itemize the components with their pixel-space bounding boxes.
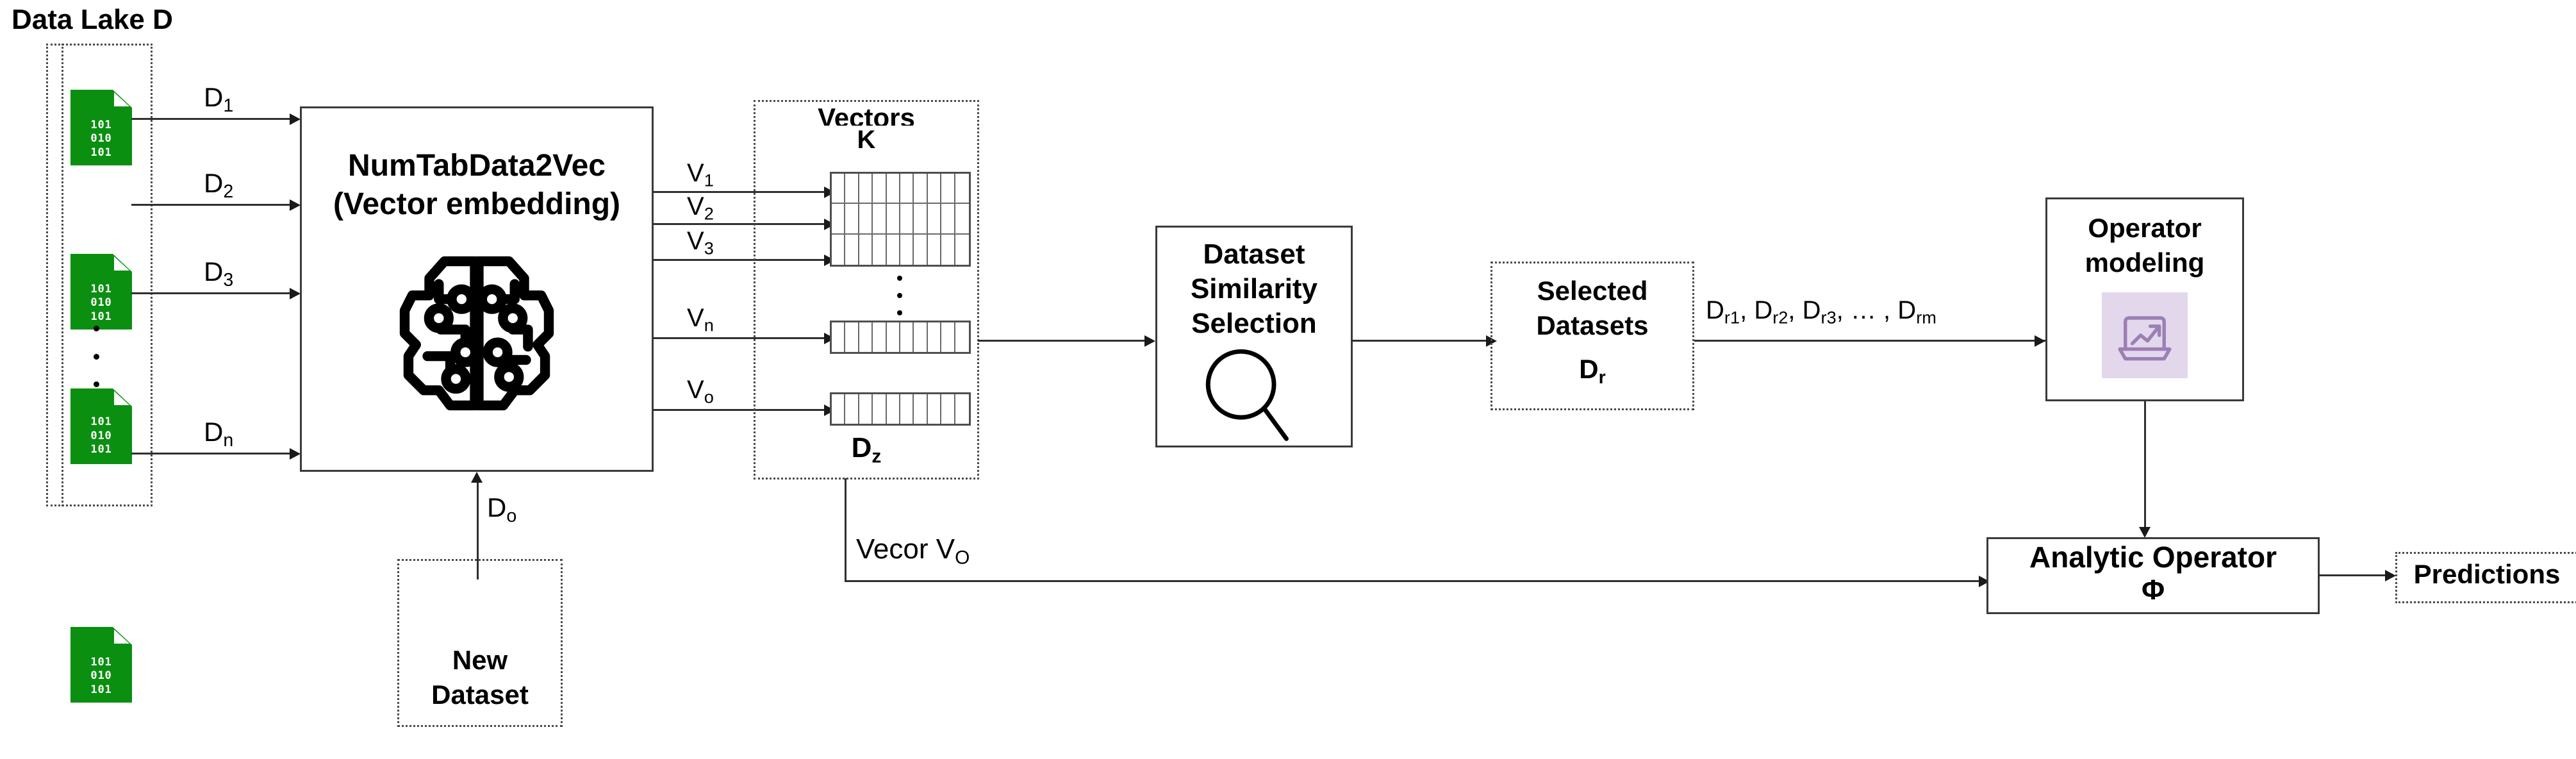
similarity-title-line2: Similarity [1190,273,1318,304]
edge-analytic-to-predictions-arrowhead [2385,570,2396,581]
numtabdata2vec-title-line2: (Vector embedding) [333,187,621,221]
edge-d2-arrowhead [290,199,301,211]
edge-d3-arrowhead [290,288,301,299]
data-lake-title: Data Lake D [12,4,173,35]
edge-vecor-vo-label: Vecor VO [856,533,970,569]
analytic-operator-box[interactable] [1986,537,2320,614]
edge-operator-to-analytic [2144,401,2146,530]
edge-v3 [652,259,832,261]
edge-d3 [131,292,292,294]
edge-selected-to-operator-label: Dr1, Dr2, Dr3, … , Drm [1706,296,1936,328]
edge-selected-to-operator-arrowhead [2035,335,2045,347]
edge-dn-label: Dn [204,417,234,451]
edge-vn-label: Vn [687,304,714,335]
edge-vectors-to-similarity-arrowhead [1144,335,1155,347]
numtabdata2vec-title-line1: NumTabData2Vec [348,149,606,183]
vectors-row-vn [830,321,971,354]
edge-d1 [131,118,292,120]
dataset-similarity-selection-box[interactable] [1155,226,1353,447]
edge-vo-label: Vo [687,376,714,407]
selected-datasets-symbol: Dr [1579,354,1606,388]
operator-modeling-line2: modeling [2085,247,2205,278]
analytic-operator-symbol: Φ [2141,574,2165,606]
edge-v3-label: V3 [687,227,714,258]
similarity-title-line1: Dataset [1203,238,1305,270]
magnifying-glass-icon [1201,346,1291,442]
data-lake-ellipsis [90,326,103,387]
ai-brain-circuit-icon [382,237,572,430]
new-dataset-label-line2: Dataset [431,680,529,710]
file-icon [70,90,132,165]
predictions-label: Predictions [2413,559,2561,589]
selected-datasets-box[interactable] [1490,262,1694,410]
edge-d2-label: D2 [204,168,234,202]
edge-vecor-vo-vertical [845,478,846,582]
data-lake-inner-frame [62,44,153,506]
predictions-box[interactable] [2395,552,2576,603]
edge-v1 [652,191,832,193]
edge-operator-to-analytic-arrowhead [2139,527,2151,538]
edge-do-label: Do [487,492,517,526]
edge-do-arrowhead [471,472,483,483]
new-dataset-box[interactable] [397,559,563,727]
similarity-title-line3: Selection [1191,308,1317,339]
edge-selected-to-operator [1694,340,2047,342]
edge-d1-label: D1 [204,82,234,116]
edge-d1-arrowhead [290,113,301,125]
laptop-trend-chart-icon [2102,292,2188,378]
edge-v2 [652,223,832,225]
edge-analytic-to-predictions [2318,574,2389,576]
vectors-box[interactable] [754,100,979,480]
edge-dn-arrowhead [290,448,301,460]
edge-do [477,482,479,580]
edge-v2-label: V2 [687,192,714,224]
analytic-operator-line1: Analytic Operator [2029,540,2277,574]
vectors-grid-block [830,172,971,267]
selected-datasets-line1: Selected [1537,276,1648,306]
edge-vecor-vo-horizontal [845,580,1985,582]
vectors-k-label: K [788,126,945,154]
vectors-row-vo [830,392,971,426]
edge-dn [131,453,292,455]
operator-modeling-line1: Operator [2088,213,2202,243]
new-dataset-label-line1: New [452,645,508,675]
edge-vn [652,337,832,339]
edge-d3-label: D3 [204,256,234,290]
edge-d2 [131,204,292,206]
vectors-k-dimension: K [788,126,945,160]
vectors-ellipsis [895,276,905,315]
edge-similarity-to-selected [1351,340,1487,342]
edge-vo [652,409,832,411]
edge-v1-label: V1 [687,159,714,190]
selected-datasets-line2: Datasets [1536,310,1649,340]
edge-vectors-to-similarity [978,340,1146,342]
vectors-bottom-label: Dz [851,432,882,467]
